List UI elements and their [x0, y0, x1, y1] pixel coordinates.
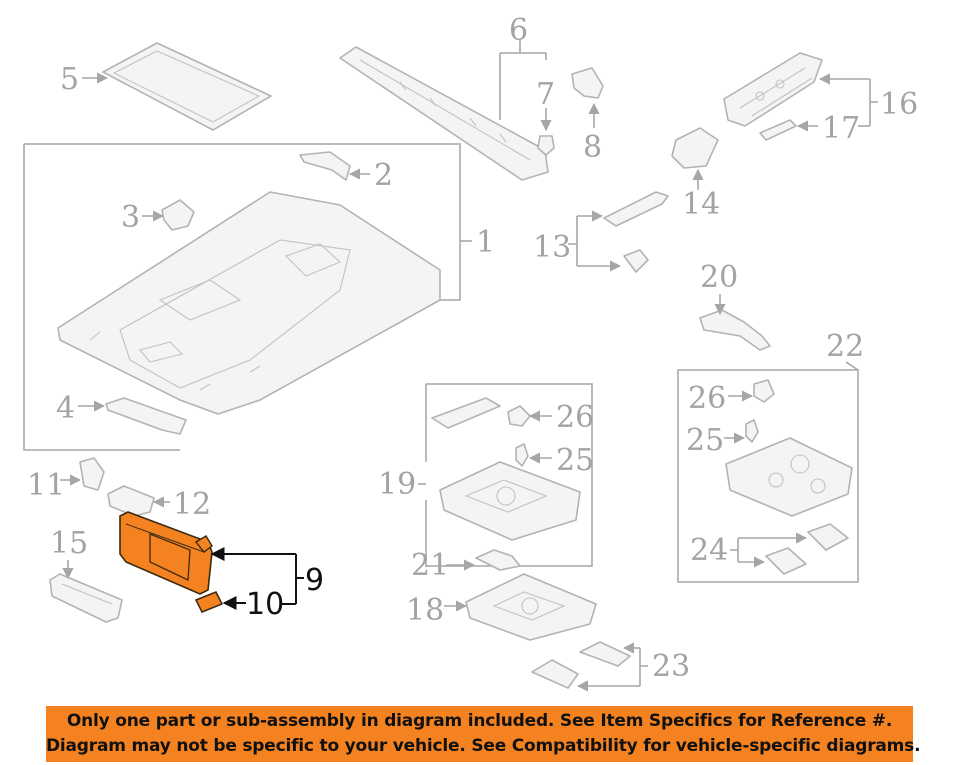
bulb-part-25a: [515, 443, 529, 467]
callout-13: 13: [533, 230, 571, 265]
dome-lamp-housing: [725, 437, 853, 517]
socket-part-26b: [753, 379, 775, 403]
lens-part-23a: [579, 641, 631, 667]
sunroof-glass-part: [102, 42, 272, 131]
clip-part-12: [107, 485, 155, 517]
callout-16: 16: [880, 87, 918, 122]
callout-15: 15: [50, 526, 88, 561]
callout-1: 1: [476, 225, 495, 260]
lens-part-23b: [531, 659, 579, 689]
callout-8: 8: [583, 130, 602, 165]
bracket-part-2: [299, 151, 351, 181]
callout-14: 14: [682, 187, 720, 222]
dome-lamp-box: [677, 369, 859, 583]
lens-part-24b: [765, 547, 807, 575]
callout-5: 5: [60, 62, 79, 97]
disclaimer-banner: Only one part or sub-assembly in diagram…: [46, 706, 921, 762]
callout-18: 18: [406, 593, 444, 628]
disclaimer-line-2: Diagram may not be specific to your vehi…: [46, 736, 921, 756]
callout-9: 9: [305, 563, 324, 598]
callout-26b: 26: [688, 381, 726, 416]
bulb-part-25b: [745, 419, 759, 443]
callout-26a: 26: [556, 400, 594, 435]
bolt-part-13: [623, 249, 649, 273]
callout-19: 19: [378, 467, 416, 502]
callout-25b: 25: [686, 423, 724, 458]
callout-17: 17: [822, 111, 860, 146]
visor-holder-part-10: [194, 591, 224, 613]
lens-part-24a: [807, 523, 849, 551]
callout-3: 3: [121, 200, 140, 235]
housing-part-18: [465, 573, 597, 641]
callout-22: 22: [826, 329, 864, 364]
bracket-part-8: [571, 67, 604, 99]
lamp-part-4: [105, 397, 187, 435]
grab-handle-part-13: [603, 191, 669, 227]
bulb-part-17: [759, 119, 797, 141]
bracket-part-11: [79, 457, 105, 491]
callout-12: 12: [173, 487, 211, 522]
map-lamp-housing-part-19: [439, 461, 581, 541]
bracket-part-14: [671, 127, 719, 169]
callout-25a: 25: [556, 443, 594, 478]
disclaimer-line-1: Only one part or sub-assembly in diagram…: [66, 711, 893, 731]
clip-part-3: [161, 199, 195, 231]
callout-24: 24: [690, 533, 728, 568]
console-part-15: [49, 573, 123, 623]
headliner-box: [23, 143, 461, 451]
socket-part-26a: [507, 405, 531, 427]
callout-2: 2: [374, 158, 393, 193]
roof-rail-part: [339, 46, 549, 181]
headliner-part-1: [57, 191, 441, 415]
clip-part-7: [537, 135, 555, 156]
callout-10: 10: [246, 587, 284, 622]
switch-part-20: [699, 309, 771, 351]
callout-11: 11: [27, 468, 65, 503]
callout-21: 21: [411, 548, 449, 583]
callout-7: 7: [536, 77, 555, 112]
callout-4: 4: [56, 391, 75, 426]
handle-assembly-part-16: [723, 52, 823, 127]
callout-20: 20: [700, 260, 738, 295]
callout-6: 6: [509, 13, 528, 48]
map-lamp-box: [425, 383, 593, 567]
lens-part: [431, 397, 501, 429]
sun-visor-part-9: [119, 511, 213, 595]
callout-23: 23: [652, 649, 690, 684]
lens-part-21: [475, 549, 521, 571]
